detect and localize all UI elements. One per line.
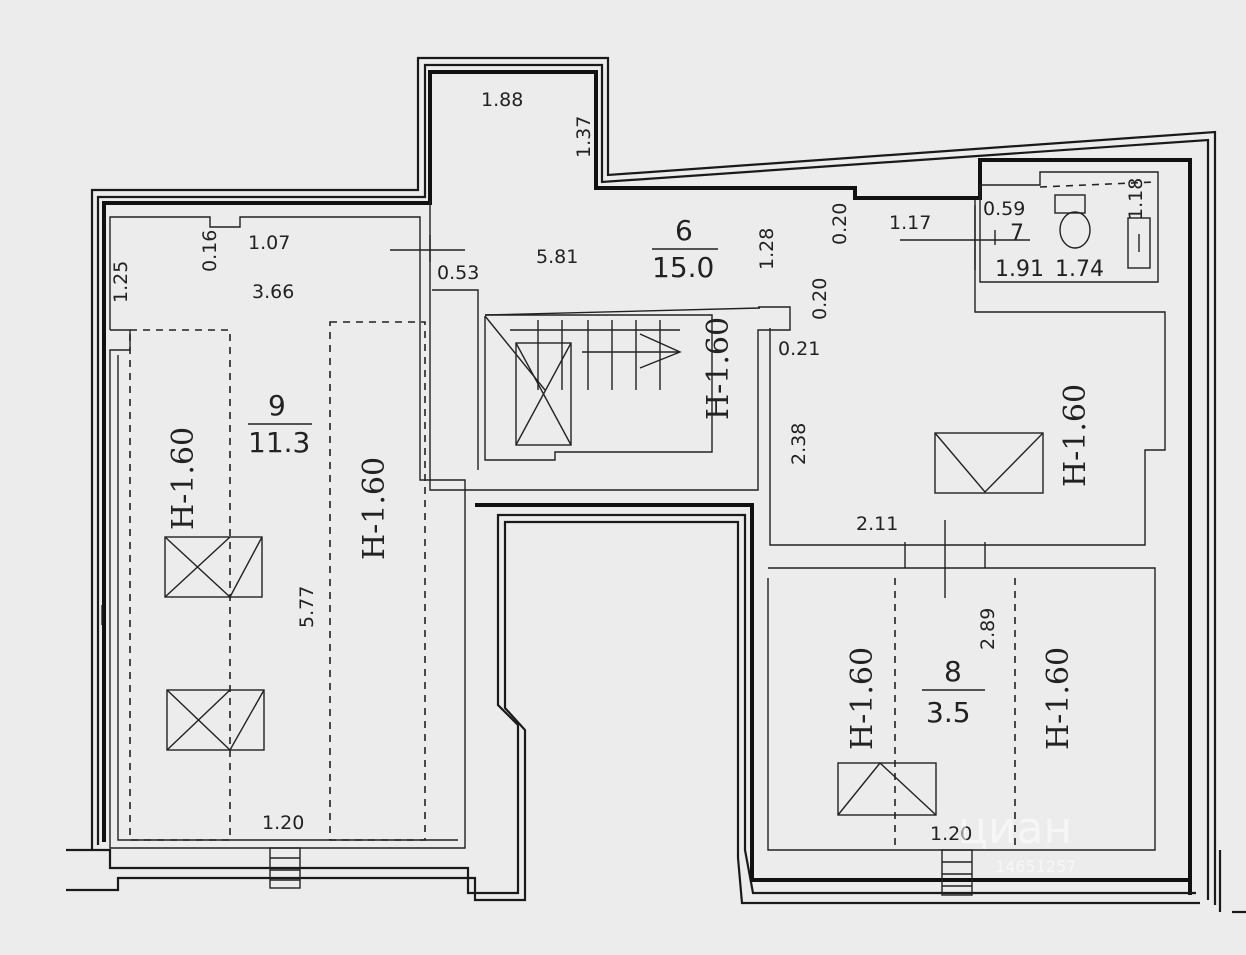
room-8-outline — [767, 567, 1156, 851]
dim-1-28: 1.28 — [756, 228, 778, 270]
watermark-id: 14651257 — [995, 857, 1076, 876]
dim-0-20-mid: 0.20 — [809, 278, 831, 320]
dim-2-11: 2.11 — [856, 513, 898, 535]
room-8-area: 3.5 — [926, 696, 971, 729]
room-6-area: 15.0 — [652, 251, 714, 284]
window-marks — [101, 536, 973, 896]
height-right: H-1.60 — [1058, 384, 1093, 487]
dim-1-20-left: 1.20 — [262, 812, 304, 834]
room-9-number: 9 — [268, 389, 286, 422]
height-left-b: H-1.60 — [357, 457, 392, 560]
dim-1-91: 1.91 — [995, 257, 1044, 282]
room-8-label: 8 3.5 — [922, 655, 985, 729]
dim-1-74: 1.74 — [1055, 257, 1104, 282]
dim-1-20-right: 1.20 — [930, 823, 972, 845]
dim-1-18: 1.18 — [1125, 178, 1147, 220]
room-6-number: 6 — [675, 214, 693, 247]
dim-1-37: 1.37 — [573, 116, 595, 158]
height-stair: H-1.60 — [701, 317, 736, 420]
dim-0-21: 0.21 — [778, 338, 820, 360]
dim-2-38: 2.38 — [788, 423, 810, 465]
room-6-label: 6 15.0 — [652, 214, 718, 284]
dim-2-89: 2.89 — [977, 608, 999, 650]
room-9-label: 9 11.3 — [248, 389, 312, 459]
room-9-outline — [109, 216, 466, 849]
room-7-label: 7 — [1010, 221, 1024, 246]
dim-0-59: 0.59 — [983, 198, 1025, 220]
height-bottom-b: H-1.60 — [1041, 647, 1076, 750]
watermark: циан 14651257 — [958, 803, 1076, 876]
room-7-outline — [979, 171, 1159, 283]
dim-0-20-top: 0.20 — [829, 203, 851, 245]
dim-1-17: 1.17 — [889, 212, 931, 234]
outer-walls — [66, 56, 1246, 914]
dim-1-25: 1.25 — [110, 261, 132, 303]
room-7-number: 7 — [1010, 221, 1024, 246]
dim-5-81: 5.81 — [536, 246, 578, 268]
room-right-upper-outline — [769, 200, 1166, 598]
dim-1-07: 1.07 — [248, 232, 290, 254]
dim-3-66: 3.66 — [252, 281, 294, 303]
dim-0-53: 0.53 — [437, 262, 479, 284]
dim-1-88: 1.88 — [481, 89, 523, 111]
dim-5-77: 5.77 — [296, 586, 318, 628]
dim-0-16: 0.16 — [199, 230, 221, 272]
height-bottom-a: H-1.60 — [845, 647, 880, 750]
height-left-a: H-1.60 — [166, 427, 201, 530]
room-8-number: 8 — [944, 655, 962, 688]
room-9-area: 11.3 — [248, 426, 310, 459]
room-6-outline — [390, 200, 791, 491]
watermark-brand: циан — [958, 803, 1072, 854]
